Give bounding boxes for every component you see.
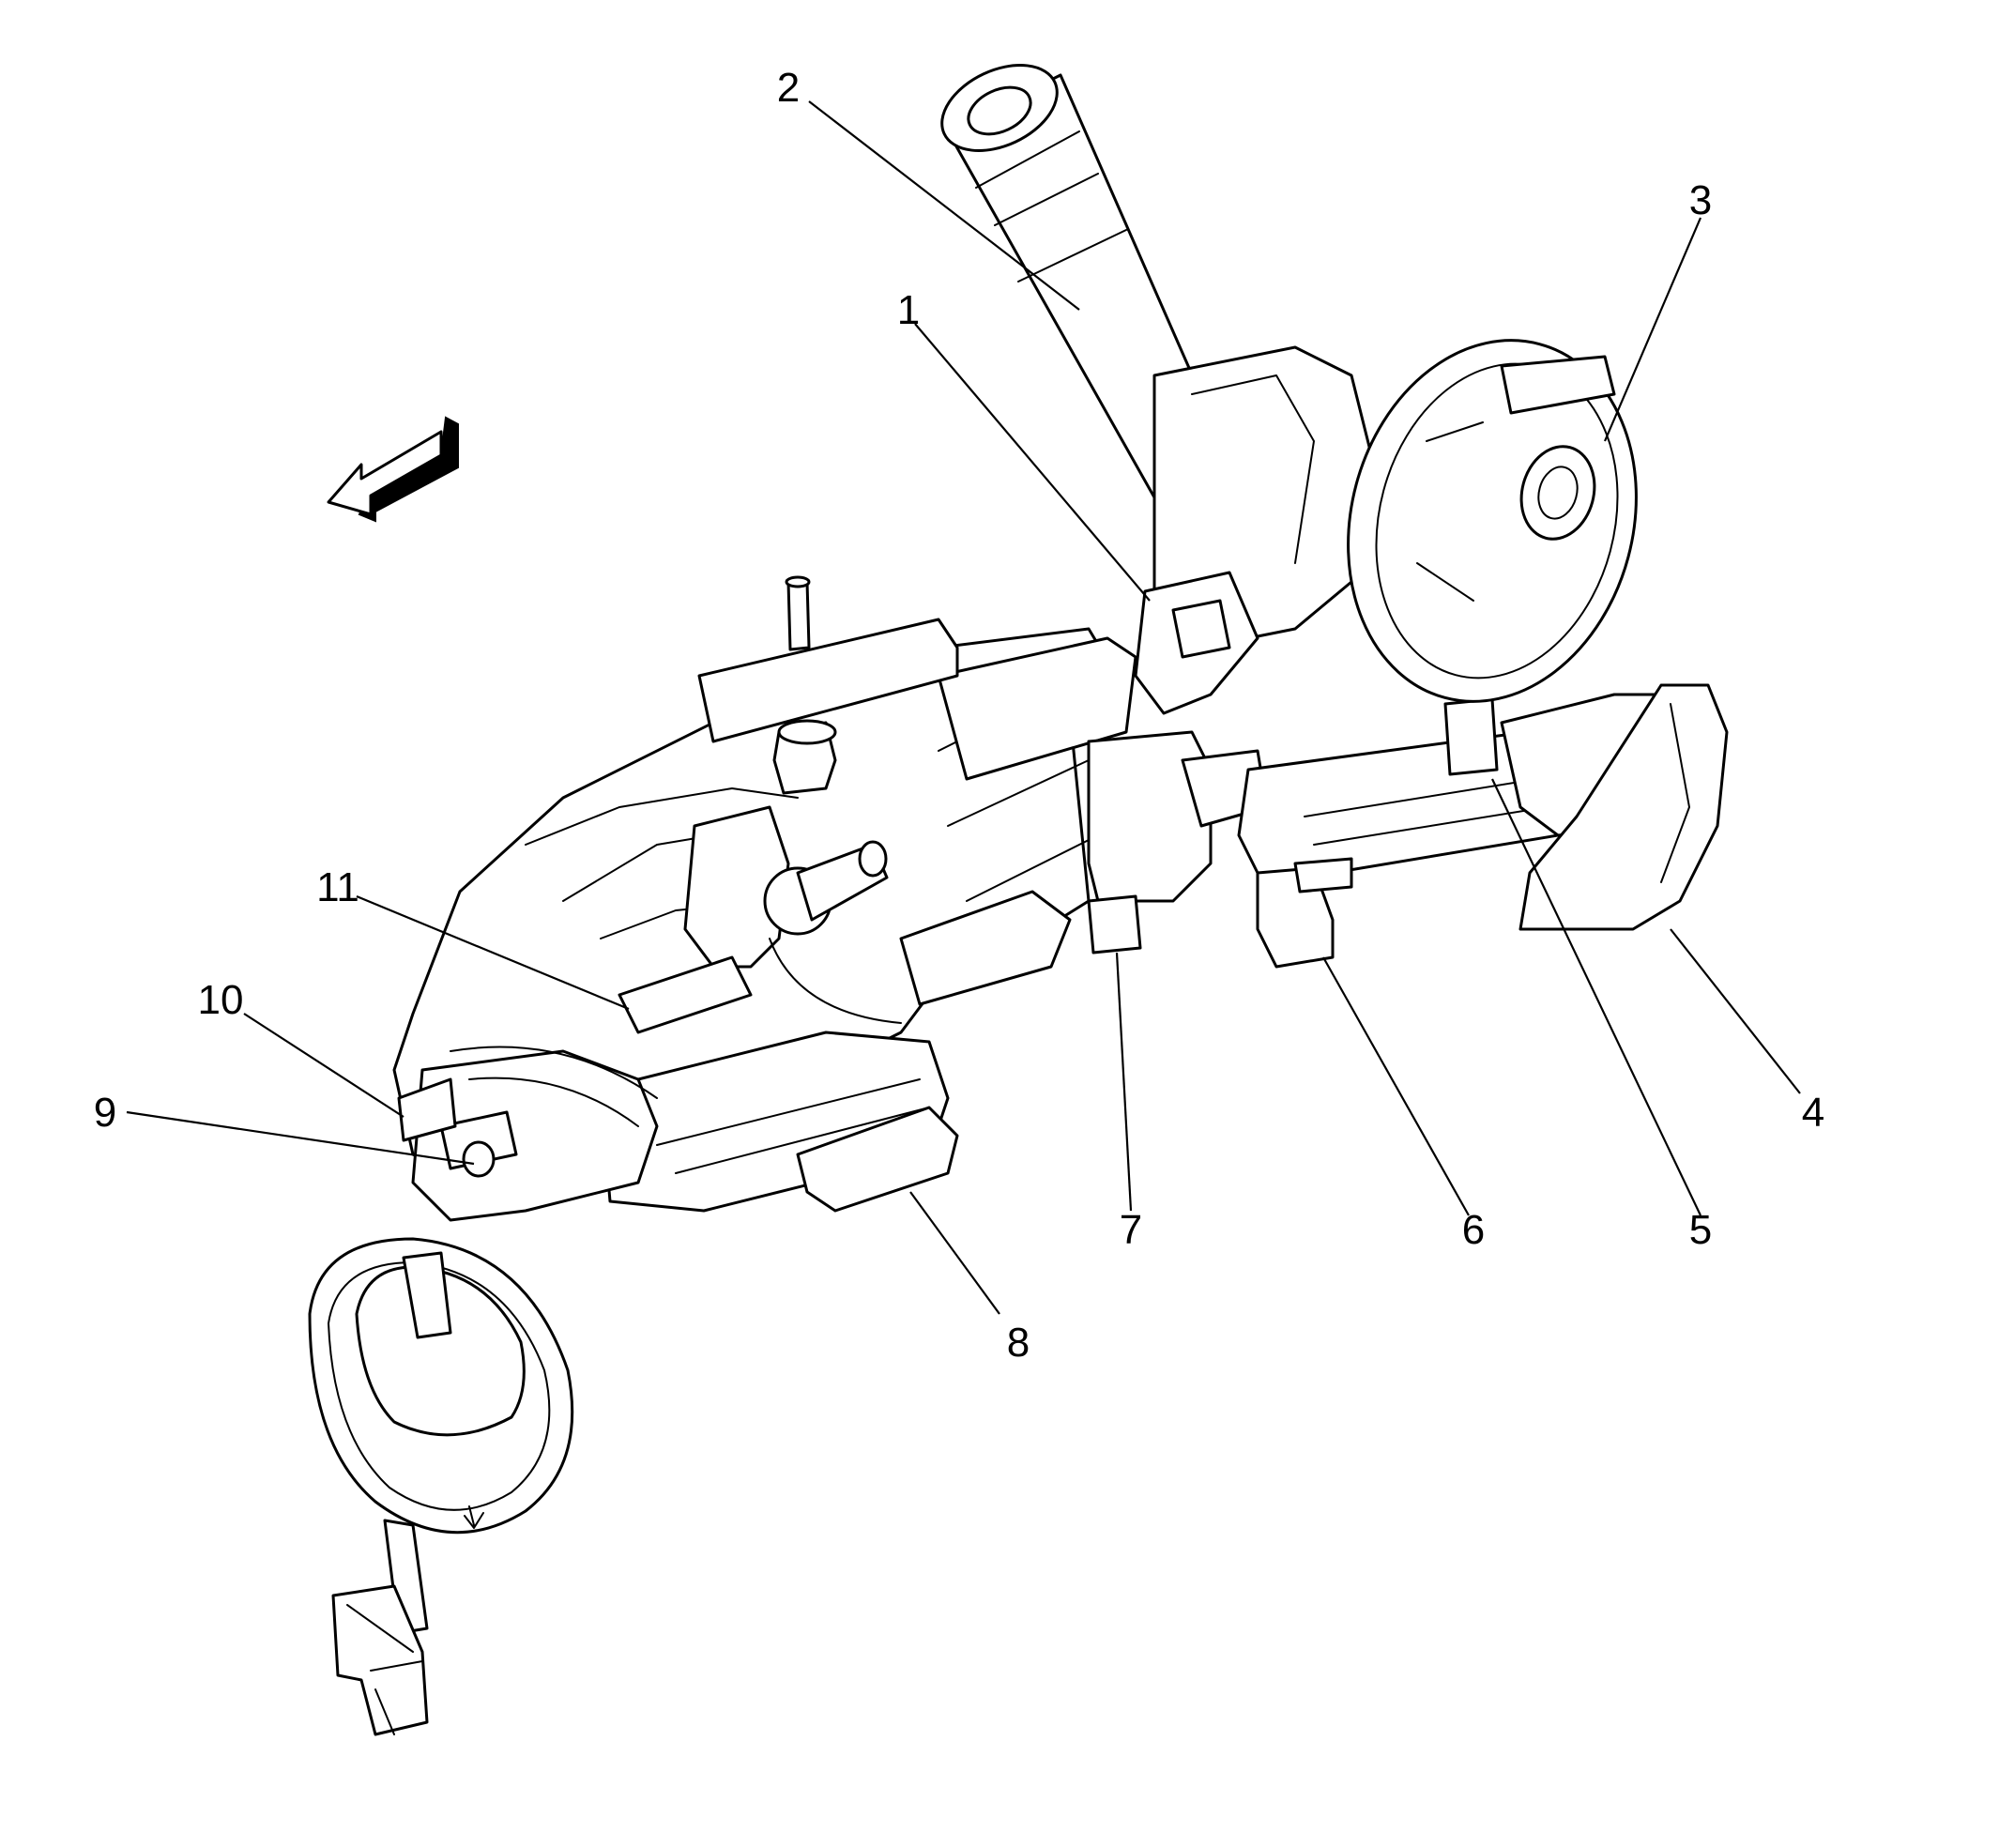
upper-switch-mount: [1134, 345, 1381, 715]
callout-4: 4: [1802, 1090, 1824, 1136]
tilt-adjustment-lever: [683, 805, 902, 1024]
leader-line-11: [356, 894, 630, 1011]
mounting-bracket: [697, 575, 959, 795]
leader-line-5: [1491, 778, 1701, 1216]
leader-line-9: [126, 1110, 475, 1166]
callout-5: 5: [1689, 1207, 1712, 1253]
ignition-lock-housing: [1087, 730, 1269, 955]
callout-11: 11: [316, 864, 359, 910]
callout-3: 3: [1689, 177, 1712, 223]
callout-2: 2: [777, 65, 800, 111]
dash-seal-boot: [308, 1237, 574, 1535]
callout-10: 10: [198, 977, 244, 1023]
leader-line-7: [1115, 952, 1133, 1212]
leader-line-2: [808, 100, 1080, 311]
leader-line-3: [1603, 217, 1702, 442]
leader-lines: [126, 100, 1801, 1315]
leader-line-8: [909, 1191, 1000, 1315]
lower-bracket: [397, 955, 753, 1222]
intermediate-shaft: [331, 1519, 429, 1736]
leader-line-4: [1670, 928, 1801, 1094]
callout-labels: 1 2 3 4 5 6 7 8 9 10 11: [94, 65, 1824, 1366]
leader-line-6: [1322, 956, 1470, 1216]
callout-6: 6: [1462, 1207, 1485, 1253]
tilt-motor: [599, 1031, 959, 1213]
clockspring: [1347, 339, 1638, 703]
callout-8: 8: [1007, 1320, 1030, 1366]
switch-cover: [1518, 683, 1729, 931]
callout-9: 9: [94, 1090, 116, 1136]
leader-line-1: [914, 323, 1151, 602]
callout-1: 1: [897, 287, 920, 333]
leader-line-10: [243, 1013, 404, 1118]
forward-direction-arrow-icon: [327, 416, 459, 523]
callout-7: 7: [1120, 1207, 1142, 1253]
